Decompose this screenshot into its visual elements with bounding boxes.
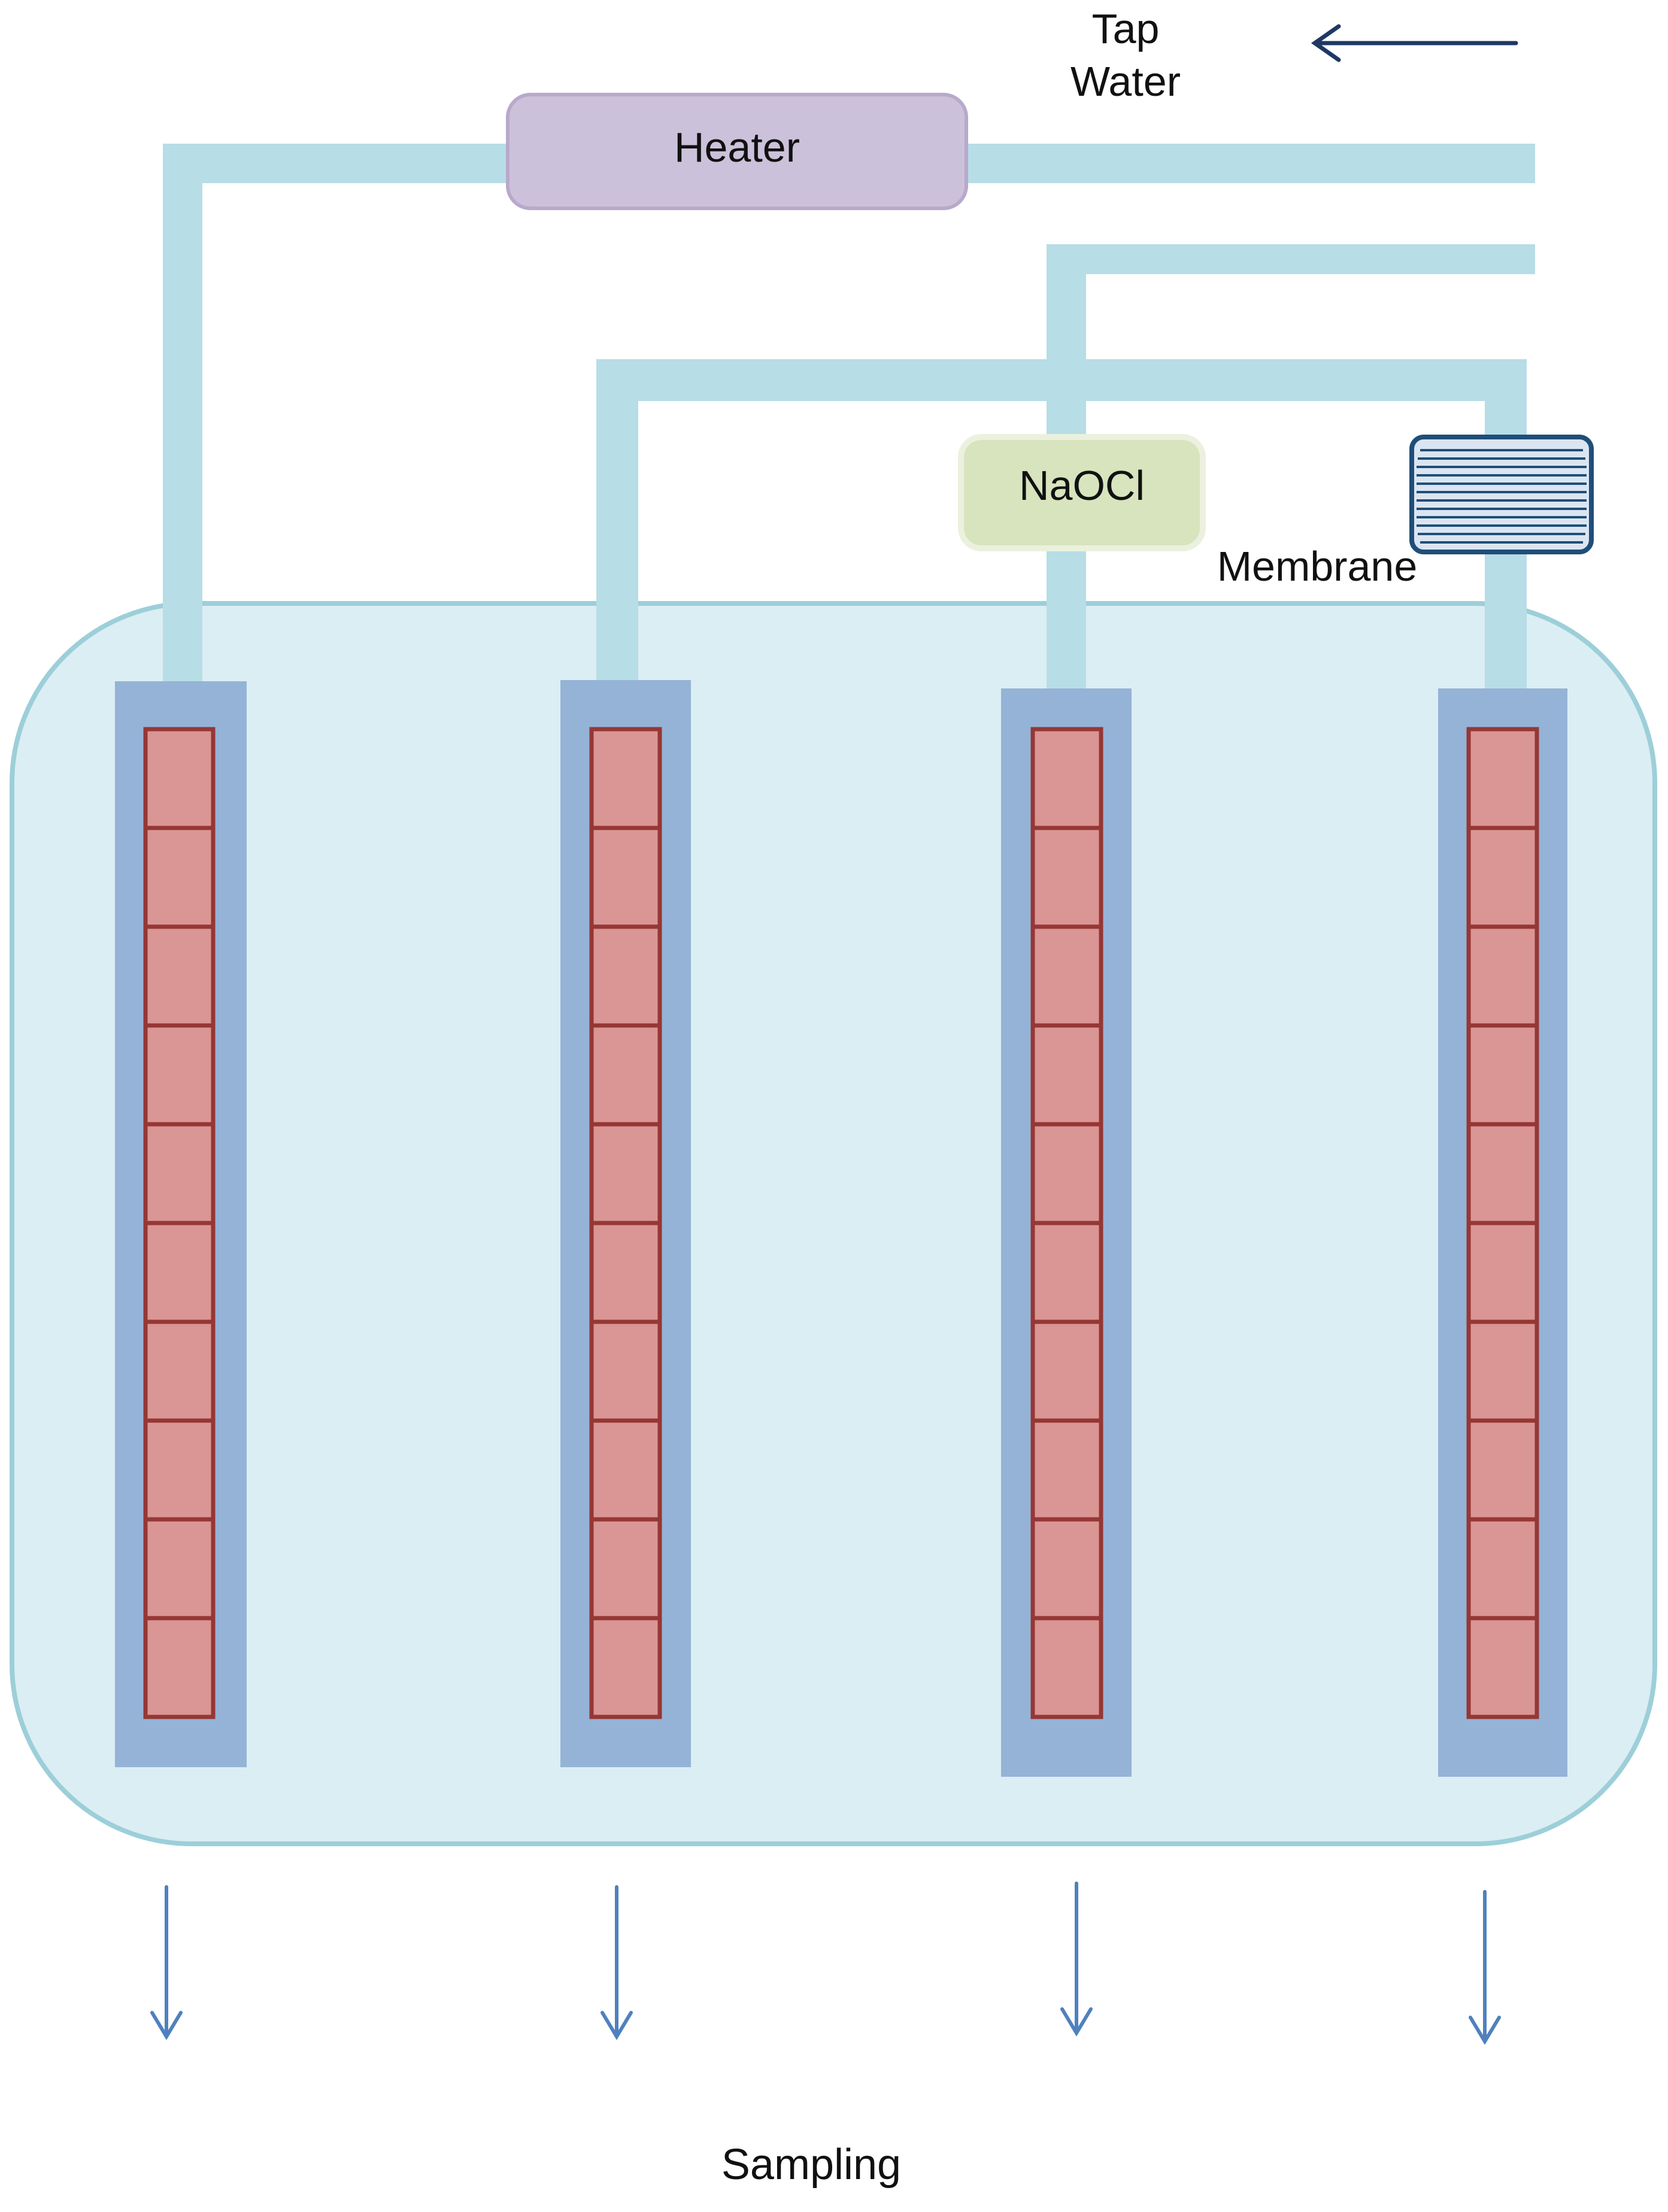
membrane-unit: Membrane <box>1217 435 1594 590</box>
column-segment <box>1030 1418 1103 1522</box>
column-3-segments <box>1030 727 1103 1719</box>
column-segment <box>1466 1023 1539 1127</box>
column-segment <box>1030 727 1103 830</box>
column-segment <box>1466 1517 1539 1621</box>
column-segment <box>1466 1418 1539 1522</box>
pipe-membrane-drop <box>1485 359 1527 443</box>
column-segment <box>143 924 216 1028</box>
arrow-down-icon <box>1469 1890 1501 2045</box>
column-segment <box>143 1023 216 1127</box>
column-segment <box>589 1023 662 1127</box>
column-segment <box>589 1122 662 1225</box>
column-1 <box>115 681 247 1767</box>
column-segment <box>589 1616 662 1719</box>
column-segment <box>1466 1616 1539 1719</box>
column-segment <box>1030 1517 1103 1621</box>
column-segment <box>1030 1023 1103 1127</box>
tap-water-label-line-1: Tap <box>1092 5 1160 52</box>
arrow-left-icon <box>1311 24 1518 62</box>
pipe-column-1-riser <box>163 144 202 733</box>
column-segment <box>1466 826 1539 929</box>
pipe-naocl-drop <box>1047 244 1086 443</box>
column-segment <box>143 1517 216 1621</box>
water-tank <box>10 601 1657 1846</box>
column-segment <box>1030 1122 1103 1225</box>
arrow-down-icon <box>601 1885 633 2040</box>
column-segment <box>589 1319 662 1423</box>
tap-water-label-line-2: Water <box>1070 58 1181 105</box>
column-segment <box>1466 1122 1539 1225</box>
column-segment <box>589 1517 662 1621</box>
heater-label: Heater <box>674 124 800 171</box>
column-segment <box>589 727 662 830</box>
column-segment <box>143 826 216 929</box>
heater-unit: Heater <box>506 93 968 210</box>
column-segment <box>589 1221 662 1324</box>
pipe-column-2-riser <box>596 359 638 730</box>
column-segment <box>1466 727 1539 830</box>
column-segment <box>1030 924 1103 1028</box>
column-segment <box>143 1418 216 1522</box>
pipe-naocl-supply <box>1047 244 1535 274</box>
column-segment <box>1030 1616 1103 1719</box>
column-segment <box>589 1418 662 1522</box>
column-segment <box>143 1616 216 1719</box>
arrow-down-icon <box>1060 1882 1093 2037</box>
column-segment <box>1466 1221 1539 1324</box>
sampling-arrows <box>150 1882 1501 2045</box>
membrane-hatching <box>1417 449 1587 544</box>
naocl-dosing-unit: NaOCl <box>958 434 1206 551</box>
arrow-down-icon <box>150 1885 183 2040</box>
column-4-segments <box>1466 727 1539 1719</box>
column-segment <box>589 826 662 929</box>
column-3 <box>1001 688 1132 1777</box>
column-4 <box>1438 688 1567 1777</box>
column-segment <box>589 924 662 1028</box>
column-segment <box>1466 1319 1539 1423</box>
naocl-box <box>958 434 1206 551</box>
column-segment <box>1030 826 1103 929</box>
pipe-branch-line <box>596 359 1527 401</box>
heater-box <box>506 93 968 210</box>
column-2 <box>560 680 691 1767</box>
column-segment <box>1030 1319 1103 1423</box>
column-segment <box>143 1319 216 1423</box>
column-segment <box>1030 1221 1103 1324</box>
naocl-label: NaOCl <box>1019 462 1145 509</box>
column-2-segments <box>589 727 662 1719</box>
column-segment <box>143 1122 216 1225</box>
sampling-label: Sampling <box>721 2141 901 2189</box>
membrane-label: Membrane <box>1217 543 1418 590</box>
column-segment <box>143 727 216 830</box>
column-segment <box>1466 924 1539 1028</box>
column-1-segments <box>143 727 216 1719</box>
column-segment <box>143 1221 216 1324</box>
